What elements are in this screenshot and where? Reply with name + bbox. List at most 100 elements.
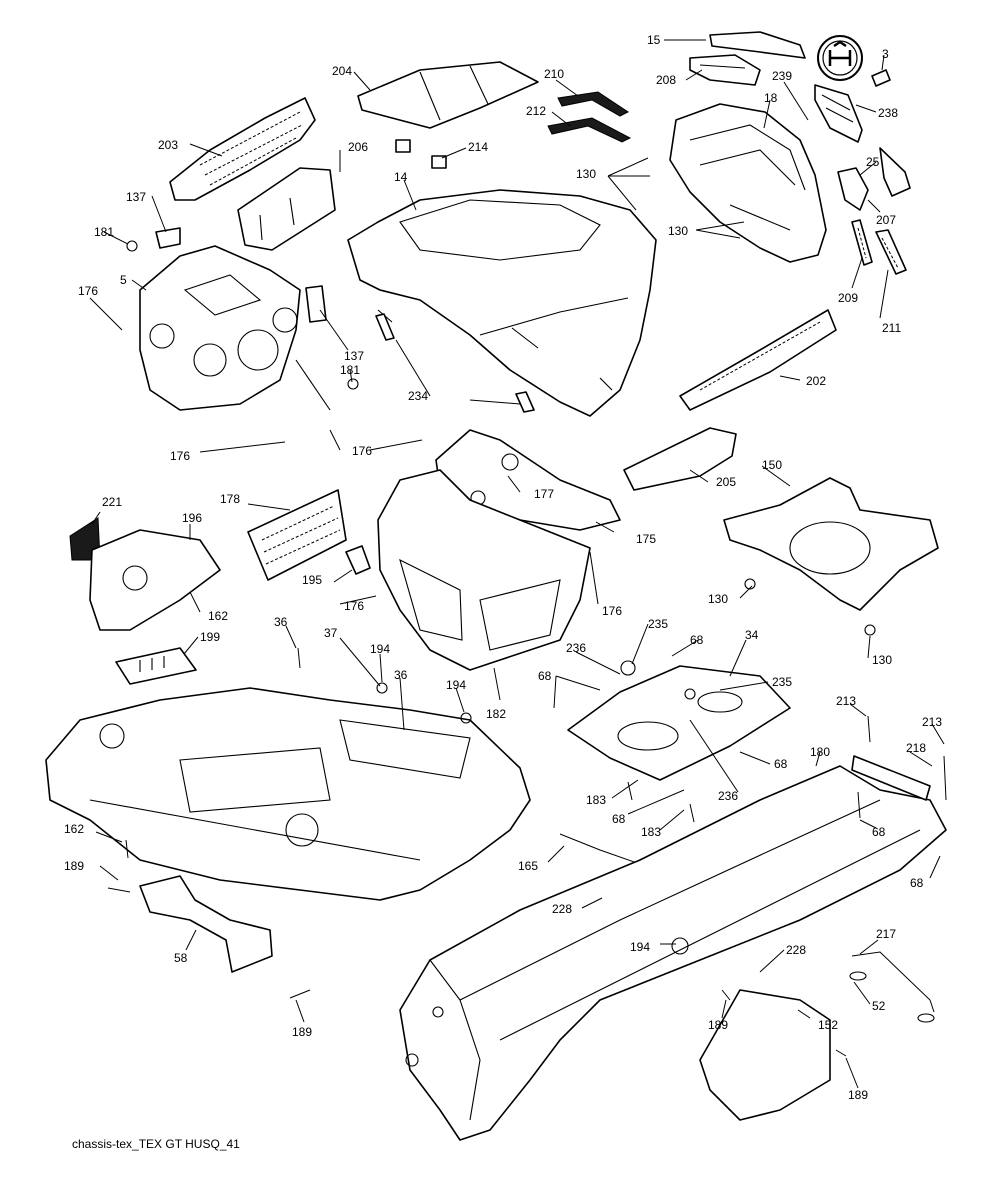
callout-176: 176 xyxy=(78,284,98,298)
callout-217: 217 xyxy=(876,927,896,941)
callout-58: 58 xyxy=(174,951,188,965)
callout-52: 52 xyxy=(872,999,886,1013)
callout-199: 199 xyxy=(200,630,220,644)
part-196-221-cap xyxy=(69,517,221,631)
callout-194: 194 xyxy=(630,940,650,954)
callout-194: 194 xyxy=(370,642,390,656)
callout-195: 195 xyxy=(302,573,322,587)
part-214-clips xyxy=(395,139,447,169)
callout-203: 203 xyxy=(158,138,178,152)
callout-204: 204 xyxy=(332,64,352,78)
callout-239: 239 xyxy=(772,69,792,83)
callout-18: 18 xyxy=(764,91,778,105)
part-209-211 xyxy=(851,219,907,275)
callout-234: 234 xyxy=(408,389,428,403)
callout-228: 228 xyxy=(552,902,572,916)
part-58-bracket xyxy=(139,875,273,973)
callout-150: 150 xyxy=(762,458,782,472)
part-34-plate xyxy=(567,665,791,781)
callout-176: 176 xyxy=(170,449,190,463)
part-178-grille xyxy=(247,489,347,581)
callout-183: 183 xyxy=(586,793,606,807)
part-206-bracket xyxy=(237,167,336,251)
callout-37: 37 xyxy=(324,626,338,640)
part-footrest xyxy=(45,687,531,901)
callout-178: 178 xyxy=(220,492,240,506)
callout-208: 208 xyxy=(656,73,676,87)
callout-212: 212 xyxy=(526,104,546,118)
callout-14: 14 xyxy=(394,170,408,184)
part-25-207 xyxy=(837,147,911,211)
callout-130: 130 xyxy=(872,653,892,667)
callout-137: 137 xyxy=(126,190,146,204)
part-238-panel xyxy=(814,84,863,143)
callout-207: 207 xyxy=(876,213,896,227)
callout-176: 176 xyxy=(602,604,622,618)
part-182-dash-frame xyxy=(377,469,591,671)
callout-175: 175 xyxy=(636,532,656,546)
callout-180: 180 xyxy=(810,745,830,759)
callout-210: 210 xyxy=(544,67,564,81)
callout-218: 218 xyxy=(906,741,926,755)
part-5-dashboard xyxy=(139,245,301,411)
diagram-caption: chassis-tex_TEX GT HUSQ_41 xyxy=(72,1137,240,1151)
callout-209: 209 xyxy=(838,291,858,305)
part-15-strip xyxy=(689,31,806,86)
leader-lines xyxy=(89,39,945,1089)
callout-15: 15 xyxy=(647,33,661,47)
callout-130: 130 xyxy=(668,224,688,238)
part-202-strip xyxy=(679,309,837,411)
callout-36: 36 xyxy=(394,668,408,682)
callout-235: 235 xyxy=(772,675,792,689)
callout-68: 68 xyxy=(690,633,704,647)
callout-194: 194 xyxy=(446,678,466,692)
part-195-bracket xyxy=(345,545,371,575)
callout-36: 36 xyxy=(274,615,288,629)
callout-152: 152 xyxy=(818,1018,838,1032)
callout-236: 236 xyxy=(718,789,738,803)
callout-214: 214 xyxy=(468,140,488,154)
callout-68: 68 xyxy=(910,876,924,890)
part-152-cover xyxy=(699,989,831,1121)
callout-196: 196 xyxy=(182,511,202,525)
callout-130: 130 xyxy=(708,592,728,606)
part-218-bracket xyxy=(851,755,931,801)
callout-130: 130 xyxy=(576,167,596,181)
callout-189: 189 xyxy=(64,859,84,873)
part-199-decal xyxy=(115,647,197,685)
callout-183: 183 xyxy=(641,825,661,839)
callout-213: 213 xyxy=(836,694,856,708)
part-234-decal xyxy=(375,313,535,413)
callout-34: 34 xyxy=(745,628,759,642)
callout-238: 238 xyxy=(878,106,898,120)
callout-162: 162 xyxy=(64,822,84,836)
logo-badge xyxy=(817,35,891,87)
callout-137: 137 xyxy=(344,349,364,363)
callout-211: 211 xyxy=(882,321,901,335)
part-18-fender xyxy=(669,103,827,263)
part-205-cover xyxy=(623,427,737,491)
callout-213: 213 xyxy=(922,715,942,729)
callout-68: 68 xyxy=(538,669,552,683)
callout-235: 235 xyxy=(648,617,668,631)
callout-202: 202 xyxy=(806,374,826,388)
callout-189: 189 xyxy=(292,1025,312,1039)
part-210-212-grilles xyxy=(547,91,632,143)
part-150-base xyxy=(723,477,939,611)
callout-221: 221 xyxy=(102,495,122,509)
callout-181: 181 xyxy=(94,225,114,239)
callout-68: 68 xyxy=(872,825,886,839)
part-204-hood-cover xyxy=(357,61,539,129)
part-180-chassis xyxy=(399,765,947,1141)
callout-205: 205 xyxy=(716,475,736,489)
callout-68: 68 xyxy=(774,757,788,771)
part-203-grille xyxy=(169,97,316,201)
part-14-hood xyxy=(347,189,657,417)
callout-189: 189 xyxy=(708,1018,728,1032)
callout-25: 25 xyxy=(866,155,880,169)
callout-228: 228 xyxy=(786,943,806,957)
callout-162: 162 xyxy=(208,609,228,623)
part-217-rod xyxy=(849,951,935,1023)
